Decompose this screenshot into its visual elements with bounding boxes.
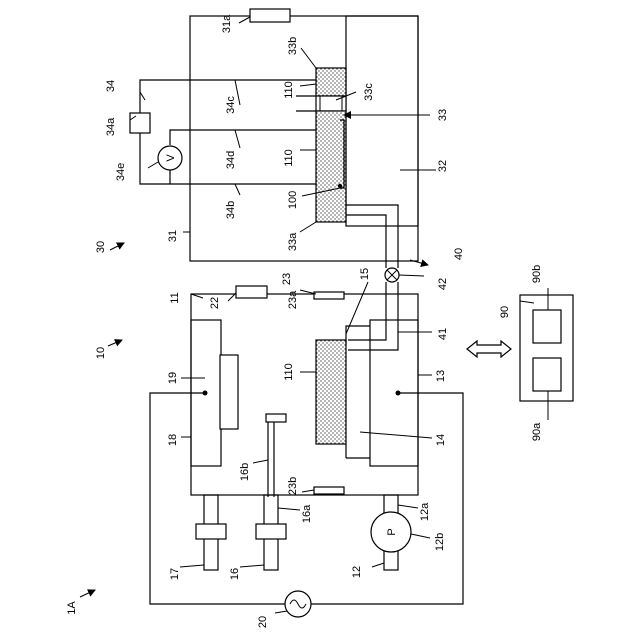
label-34b: 34b: [225, 201, 237, 219]
label-11: 11: [169, 292, 181, 303]
label-42: 42: [437, 278, 449, 290]
label-33b: 33b: [287, 37, 299, 55]
pump-symbol: P: [386, 528, 398, 535]
label-100: 100: [287, 191, 299, 209]
sensor-23b: [314, 487, 344, 494]
label-33c: 33c: [363, 83, 375, 101]
double-arrow: [467, 341, 511, 357]
lower-unit-10: [191, 286, 418, 570]
label-110-top: 110: [283, 81, 295, 99]
label-31a: 31a: [221, 14, 233, 33]
label-18: 18: [167, 434, 179, 446]
power-circuit-20: [150, 391, 463, 618]
label-17: 17: [169, 568, 181, 580]
label-30: 30: [95, 241, 107, 253]
sensor-22: [236, 286, 267, 298]
label-32: 32: [437, 160, 449, 172]
label-33a: 33a: [287, 232, 299, 251]
label-34a: 34a: [105, 117, 117, 136]
label-12a: 12a: [419, 502, 431, 521]
label-90b: 90b: [531, 265, 543, 283]
rod-16b: [266, 414, 286, 422]
label-23a: 23a: [287, 290, 299, 309]
reference-labels: 1A 10 11 12 12a 12b 13 14 15 16 16a 16b …: [66, 14, 543, 628]
label-110-lower: 110: [283, 363, 295, 381]
label-110-middle: 110: [283, 149, 295, 167]
sensor-31a: [250, 9, 290, 22]
electrode-19: [220, 355, 238, 429]
label-33: 33: [437, 109, 449, 121]
chamber-32: [346, 16, 418, 226]
label-10: 10: [95, 347, 107, 359]
label-1A: 1A: [66, 601, 78, 615]
device-90: [467, 295, 573, 401]
label-34: 34: [105, 80, 117, 92]
label-13: 13: [435, 370, 447, 382]
label-20: 20: [257, 616, 269, 628]
label-14: 14: [435, 434, 447, 446]
membrane-110-top: [316, 68, 346, 96]
label-34d: 34d: [225, 151, 237, 169]
label-19: 19: [167, 372, 179, 384]
label-90: 90: [499, 306, 511, 318]
unit-90a: [533, 358, 561, 391]
membrane-110-lower: [316, 340, 346, 444]
unit-90b: [533, 310, 561, 343]
upper-unit-30: [130, 9, 418, 261]
label-22: 22: [209, 297, 221, 309]
voltmeter-symbol: V: [165, 154, 177, 162]
label-31: 31: [167, 230, 179, 242]
controller-34a: [130, 113, 150, 133]
label-40: 40: [453, 248, 465, 260]
label-16a: 16a: [301, 504, 313, 523]
label-23b: 23b: [287, 477, 299, 495]
label-90a: 90a: [531, 422, 543, 441]
label-12b: 12b: [434, 533, 446, 551]
sensor-23a: [314, 292, 344, 299]
label-16b: 16b: [239, 463, 251, 481]
label-16: 16: [229, 568, 241, 580]
pipe-40: [346, 205, 399, 350]
label-23: 23: [281, 273, 293, 285]
label-15: 15: [359, 268, 371, 280]
label-34c: 34c: [225, 96, 237, 114]
membrane-110-middle: [316, 111, 346, 222]
label-41: 41: [437, 328, 449, 340]
label-12: 12: [351, 566, 363, 578]
label-34e: 34e: [115, 163, 127, 181]
